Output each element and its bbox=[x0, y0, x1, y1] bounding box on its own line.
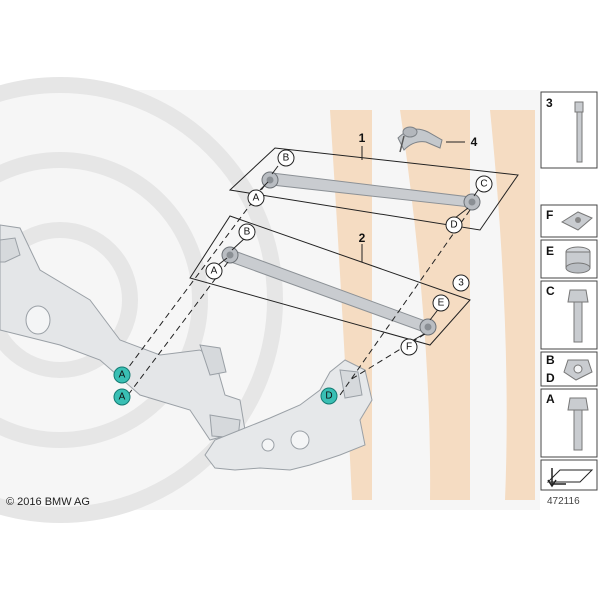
side-panel-a: A bbox=[540, 388, 598, 458]
lower-control-arm bbox=[221, 246, 437, 336]
svg-text:A: A bbox=[253, 193, 260, 204]
item-number-1: 1 bbox=[359, 131, 366, 145]
mount-badge-a2: A bbox=[113, 388, 131, 406]
svg-text:E: E bbox=[438, 298, 445, 309]
callout-arm1-right-bottom: D bbox=[445, 216, 463, 234]
callout-arm2-right-top: E bbox=[432, 294, 450, 312]
wheel-carrier bbox=[204, 359, 373, 471]
side-panel-c: C bbox=[540, 280, 598, 350]
callout-arm1-left-top: B bbox=[277, 149, 295, 167]
side-panel-bolt-3: 3 bbox=[540, 91, 598, 169]
axle-carrier bbox=[0, 224, 246, 441]
callout-arm2-left-bottom: A bbox=[205, 262, 223, 280]
svg-text:A: A bbox=[546, 392, 555, 406]
diagram-id: 472116 bbox=[547, 496, 580, 507]
side-panel-b-d: B D bbox=[540, 351, 598, 387]
side-panel-e: E bbox=[540, 239, 598, 279]
svg-text:3: 3 bbox=[458, 278, 464, 289]
svg-text:C: C bbox=[480, 179, 487, 190]
svg-text:C: C bbox=[546, 284, 555, 298]
item2-frame bbox=[189, 215, 471, 346]
item-number-3-callout: 3 bbox=[452, 274, 470, 292]
svg-text:B: B bbox=[283, 153, 290, 164]
svg-text:3: 3 bbox=[546, 96, 553, 110]
copyright-text: © 2016 BMW AG bbox=[6, 496, 90, 508]
callout-arm2-left-top: B bbox=[238, 223, 256, 241]
side-panel-f: F bbox=[540, 204, 598, 238]
item-number-2: 2 bbox=[359, 231, 366, 245]
item1-frame bbox=[228, 146, 519, 231]
callout-arm1-right-top: C bbox=[475, 175, 493, 193]
svg-text:F: F bbox=[546, 208, 553, 222]
ring-watermark bbox=[0, 77, 283, 523]
item-number-4: 4 bbox=[471, 135, 478, 149]
svg-text:B: B bbox=[546, 353, 555, 367]
svg-text:D: D bbox=[450, 220, 457, 231]
mount-badge-d: D bbox=[320, 387, 338, 405]
upper-control-arm bbox=[261, 171, 481, 211]
svg-text:A: A bbox=[211, 266, 218, 277]
callout-leaders bbox=[217, 165, 479, 343]
svg-text:E: E bbox=[546, 244, 554, 258]
side-panel-arrow bbox=[540, 459, 598, 491]
svg-text:D: D bbox=[546, 371, 555, 385]
bracket-part bbox=[397, 126, 465, 153]
svg-text:F: F bbox=[406, 342, 412, 353]
svg-text:B: B bbox=[244, 227, 251, 238]
svg-text:D: D bbox=[325, 391, 332, 402]
svg-text:A: A bbox=[119, 392, 126, 403]
svg-text:A: A bbox=[119, 370, 126, 381]
callout-arm2-right-bottom: F bbox=[400, 338, 418, 356]
callout-arm1-left-bottom: A bbox=[247, 189, 265, 207]
mount-badge-a1: A bbox=[113, 366, 131, 384]
